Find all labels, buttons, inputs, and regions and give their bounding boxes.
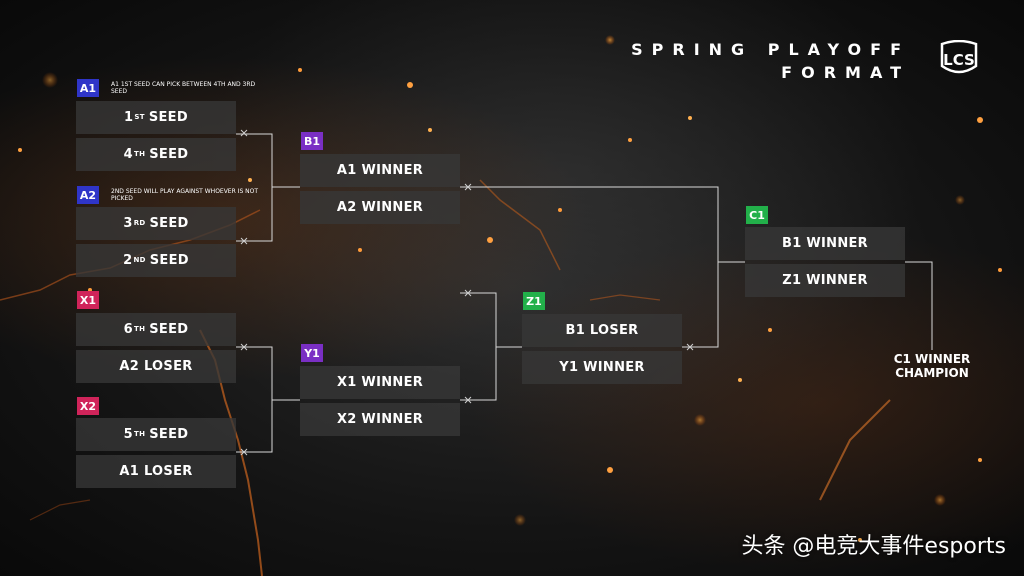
champion-line-1: C1 WINNER (893, 352, 971, 366)
lcs-logo-icon: LCS (940, 40, 978, 74)
note-a1: A1 1st seed can pick between 4th and 3rd… (111, 81, 256, 95)
tag-y1: Y1 (301, 344, 323, 362)
line-y1-z1 (460, 347, 497, 401)
tag-x2: X2 (77, 397, 99, 415)
line-a2-b1 (236, 187, 273, 242)
line-c1-champion (905, 261, 933, 350)
champion-line-2: CHAMPION (895, 366, 969, 380)
tag-a1: A1 (77, 79, 99, 97)
title-line-1: SPRING PLAYOFF (631, 40, 910, 59)
tag-c1: C1 (746, 206, 768, 224)
slot-c1-2: Z1 WINNER (745, 264, 905, 297)
slot-x1-2: A2 LOSER (76, 350, 236, 383)
slot-x2-2: A1 LOSER (76, 455, 236, 488)
slot-z1-1: B1 LOSER (522, 314, 682, 347)
line-a1-b1 (236, 133, 300, 188)
slot-c1-1: B1 WINNER (745, 227, 905, 260)
tag-a2: A2 (77, 186, 99, 204)
watermark: 头条 @电竞大事件esports (741, 534, 1006, 559)
logo-text: LCS (943, 51, 975, 69)
slot-b1-1: A1 WINNER (300, 154, 460, 187)
line-x2-y1 (236, 400, 273, 453)
tag-z1: Z1 (523, 292, 545, 310)
tag-x1: X1 (77, 291, 99, 309)
slot-y1-2: X2 WINNER (300, 403, 460, 436)
slot-y1-1: X1 WINNER (300, 366, 460, 399)
champion-label: C1 WINNER CHAMPION (872, 352, 992, 380)
tag-b1: B1 (301, 132, 323, 150)
line-z1-c1 (682, 262, 719, 348)
line-b1-z1 (460, 292, 522, 348)
title-line-2: FORMAT (781, 63, 910, 82)
line-b1-c1 (460, 186, 745, 263)
line-x1-y1 (236, 346, 300, 401)
note-a2: 2nd seed will play against whoever is no… (111, 188, 259, 202)
slot-z1-2: Y1 WINNER (522, 351, 682, 384)
x-markers (240, 129, 694, 456)
slot-b1-2: A2 WINNER (300, 191, 460, 224)
